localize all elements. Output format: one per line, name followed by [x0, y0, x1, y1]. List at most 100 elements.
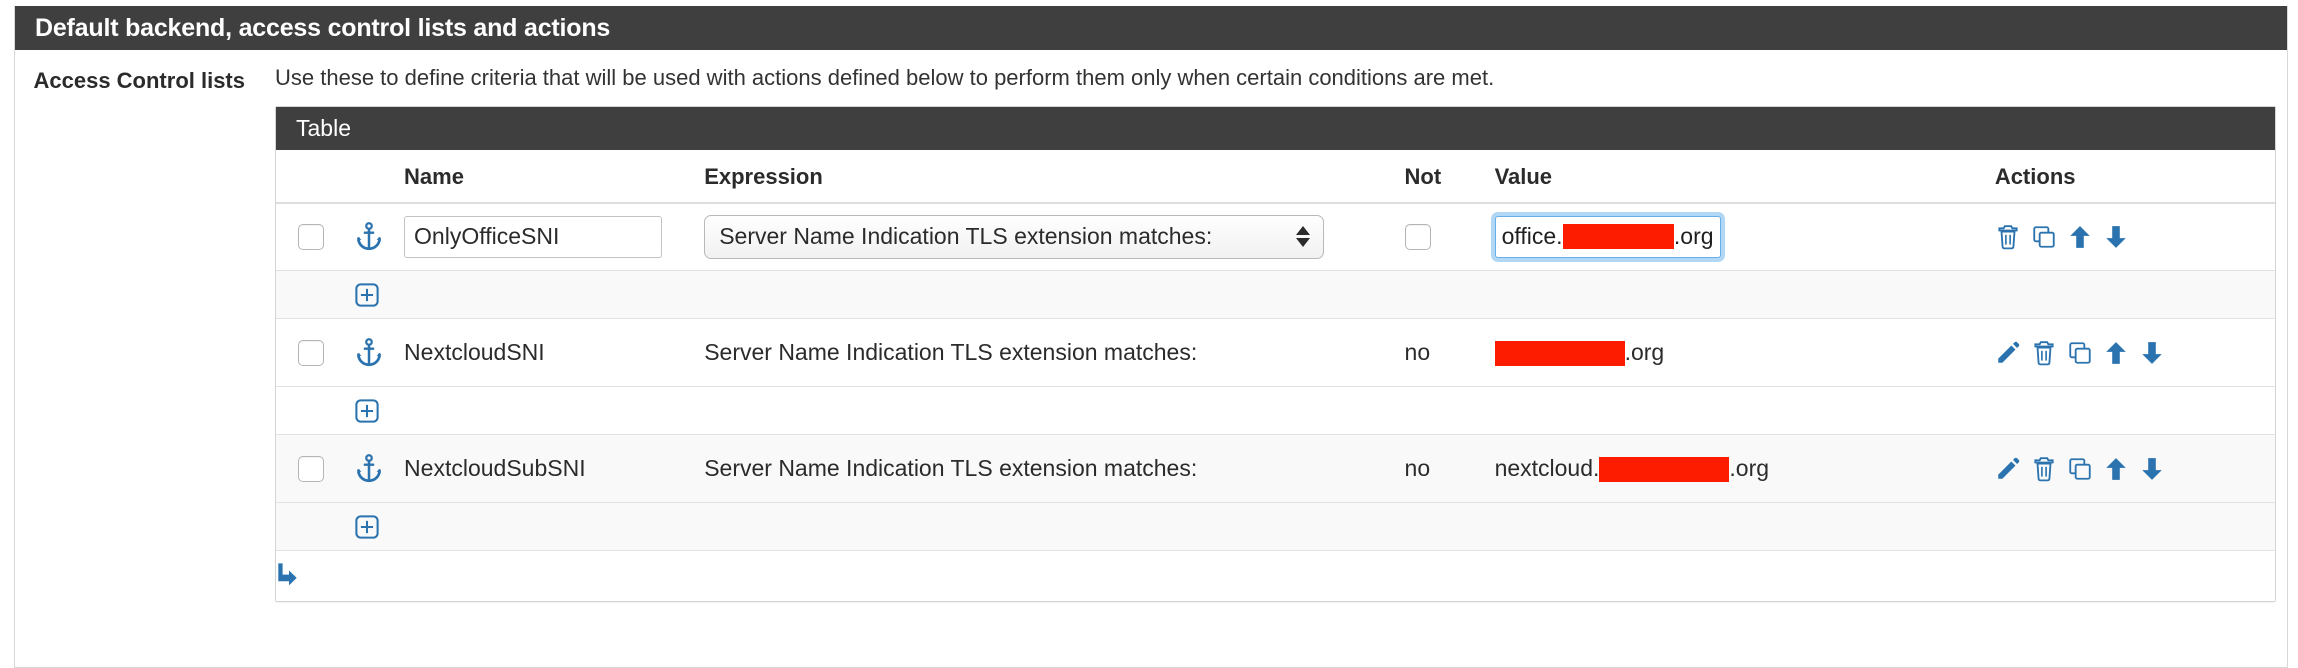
acl-table-header-row: Name Expression Not Value Actions: [276, 149, 2275, 204]
acl-field-label: Access Control lists: [33, 68, 245, 93]
anchor-icon[interactable]: [354, 221, 384, 253]
acl-name-text: NextcloudSubSNI: [404, 455, 586, 481]
delete-icon[interactable]: [2031, 455, 2057, 483]
acl-value-input[interactable]: office. .org: [1494, 215, 1721, 258]
row-drag-cell: [354, 318, 405, 387]
acl-value-prefix: office.: [1501, 223, 1563, 250]
acl-expression-text: Server Name Indication TLS extension mat…: [704, 339, 1198, 365]
clone-icon[interactable]: [2067, 339, 2093, 367]
add-acl-button[interactable]: [354, 398, 380, 424]
row-expression-cell: Server Name Indication TLS extension mat…: [704, 202, 1405, 271]
move-down-icon[interactable]: [2139, 455, 2165, 483]
acl-panel: Default backend, access control lists an…: [14, 6, 2288, 668]
row-select-checkbox[interactable]: [298, 456, 324, 483]
acl-expression-select[interactable]: Server Name Indication TLS extension mat…: [704, 214, 1325, 259]
row-drag-cell: [354, 434, 405, 503]
anchor-icon[interactable]: [354, 337, 384, 369]
add-row-button-cell: [354, 502, 405, 551]
select-stepper-icon: [1295, 226, 1311, 248]
col-header-expression: Expression: [704, 149, 1405, 204]
table-row: Server Name Indication TLS extension mat…: [276, 202, 2275, 271]
row-select-cell: [276, 202, 355, 271]
row-drag-cell: [354, 202, 405, 271]
table-footer-cell: [276, 550, 2275, 601]
redaction-block: [1599, 457, 1730, 483]
add-row-spacer: [276, 386, 355, 435]
clone-icon[interactable]: [2031, 223, 2057, 251]
col-header-move: [354, 149, 405, 204]
acl-name-input[interactable]: [404, 215, 663, 258]
acl-value-prefix: nextcloud.: [1494, 454, 1600, 481]
add-row-spacer: [276, 270, 355, 319]
level-down-icon[interactable]: [276, 559, 306, 593]
row-expression-cell: Server Name Indication TLS extension mat…: [704, 318, 1405, 387]
row-actions-cell: [1994, 434, 2275, 503]
panel-header: Default backend, access control lists an…: [15, 6, 2287, 50]
add-row-fill: [404, 386, 2275, 435]
col-header-value: Value: [1494, 149, 1995, 204]
acl-value-suffix: .org: [1729, 454, 1770, 481]
add-acl-button[interactable]: [354, 282, 380, 308]
acl-table-caption: Table: [276, 106, 2275, 150]
acl-form-row: Access Control lists Use these to define…: [15, 50, 2287, 602]
row-name-cell: [404, 202, 705, 271]
row-select-cell: [276, 434, 355, 503]
table-add-row: [276, 270, 2275, 319]
acl-expression-text: Server Name Indication TLS extension mat…: [704, 455, 1198, 481]
acl-value-text: nextcloud. .org: [1494, 454, 1770, 483]
acl-table: Name Expression Not Value Actions: [276, 149, 2275, 601]
move-down-icon[interactable]: [2139, 339, 2165, 367]
row-actions-cell: [1994, 318, 2275, 387]
row-name-cell: NextcloudSubSNI: [404, 434, 705, 503]
add-row-spacer: [276, 502, 355, 551]
row-select-checkbox[interactable]: [298, 340, 324, 367]
acl-value-text: .org: [1494, 338, 1665, 367]
acl-expression-select-value: Server Name Indication TLS extension mat…: [719, 223, 1213, 250]
row-value-cell: office. .org: [1494, 202, 1995, 271]
table-add-row: [276, 386, 2275, 435]
table-footer-row: [276, 550, 2275, 601]
add-row-button-cell: [354, 386, 405, 435]
row-not-cell: no: [1404, 434, 1495, 503]
anchor-icon[interactable]: [354, 453, 384, 485]
panel-body: Access Control lists Use these to define…: [15, 50, 2287, 602]
add-acl-button[interactable]: [354, 514, 380, 540]
table-add-row: [276, 502, 2275, 551]
delete-icon[interactable]: [2031, 339, 2057, 367]
move-down-icon[interactable]: [2103, 223, 2129, 251]
row-actions-cell: [1994, 202, 2275, 271]
acl-table-panel: Table Name Expression: [275, 105, 2276, 602]
row-select-cell: [276, 318, 355, 387]
delete-icon[interactable]: [1995, 223, 2021, 251]
acl-field-control: Use these to define criteria that will b…: [245, 64, 2287, 602]
redaction-block: [1494, 341, 1625, 367]
edit-icon[interactable]: [1995, 339, 2021, 367]
acl-help-text: Use these to define criteria that will b…: [275, 65, 1495, 90]
row-expression-cell: Server Name Indication TLS extension mat…: [704, 434, 1405, 503]
row-name-cell: NextcloudSNI: [404, 318, 705, 387]
move-up-icon[interactable]: [2067, 223, 2093, 251]
row-select-checkbox[interactable]: [298, 224, 324, 251]
redaction-block: [1562, 224, 1674, 250]
table-row: NextcloudSubSNI Server Name Indication T…: [276, 434, 2275, 503]
row-not-cell: [1404, 202, 1495, 271]
row-value-cell: .org: [1494, 318, 1995, 387]
move-up-icon[interactable]: [2103, 339, 2129, 367]
row-value-cell: nextcloud. .org: [1494, 434, 1995, 503]
add-row-fill: [404, 270, 2275, 319]
acl-not-text: no: [1404, 339, 1431, 365]
acl-name-text: NextcloudSNI: [404, 339, 545, 365]
row-not-cell: no: [1404, 318, 1495, 387]
col-header-actions: Actions: [1994, 149, 2275, 204]
add-row-fill: [404, 502, 2275, 551]
acl-not-checkbox[interactable]: [1404, 224, 1431, 251]
edit-icon[interactable]: [1995, 455, 2021, 483]
page-title: Default backend, access control lists an…: [35, 13, 611, 42]
acl-value-suffix: .org: [1673, 223, 1714, 250]
acl-value-suffix: .org: [1624, 338, 1665, 365]
move-up-icon[interactable]: [2103, 455, 2129, 483]
add-row-button-cell: [354, 270, 405, 319]
col-header-select: [276, 149, 355, 204]
acl-not-text: no: [1404, 455, 1431, 481]
clone-icon[interactable]: [2067, 455, 2093, 483]
